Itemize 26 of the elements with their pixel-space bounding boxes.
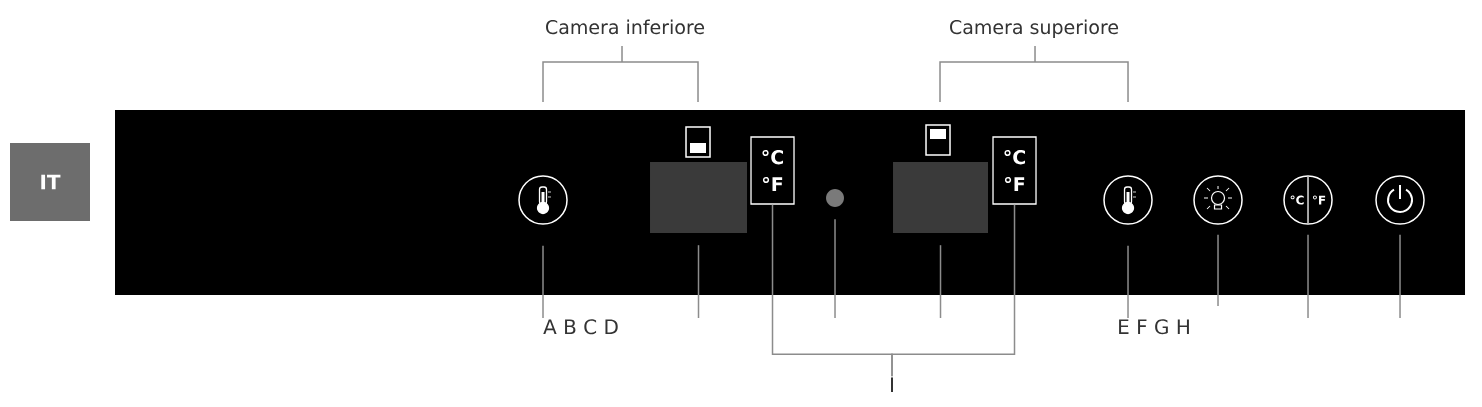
indicator-dot: [826, 189, 844, 207]
thermometer-button: [518, 175, 568, 225]
callout-letters: A B C D: [543, 319, 618, 335]
light-button: [1193, 175, 1243, 225]
display-screen: [893, 162, 988, 233]
leader-line: [1127, 245, 1129, 319]
power-button: [1375, 175, 1425, 225]
leader-line: [939, 244, 942, 319]
control-panel: [115, 110, 1465, 295]
leader-line: [697, 244, 700, 319]
section-title: Camera inferiore: [546, 19, 705, 35]
leader-line: [1217, 234, 1219, 307]
unit-indicator: °C °F: [750, 136, 795, 205]
language-badge: IT: [10, 143, 90, 221]
display-screen: [650, 162, 747, 233]
callout-letters: E F G H: [1119, 319, 1189, 335]
unit-indicator: °C °F: [992, 136, 1037, 205]
section-title: Camera superiore: [950, 19, 1119, 38]
leader-line: [1399, 234, 1401, 319]
leader-line: [891, 203, 1016, 377]
leader-line: [542, 245, 544, 319]
thermometer-button: [1103, 175, 1153, 225]
unit-button: °C °F: [1283, 175, 1333, 225]
leader-line: [1307, 234, 1309, 319]
leader-line: [834, 218, 836, 319]
callout-letter: I: [891, 377, 893, 392]
